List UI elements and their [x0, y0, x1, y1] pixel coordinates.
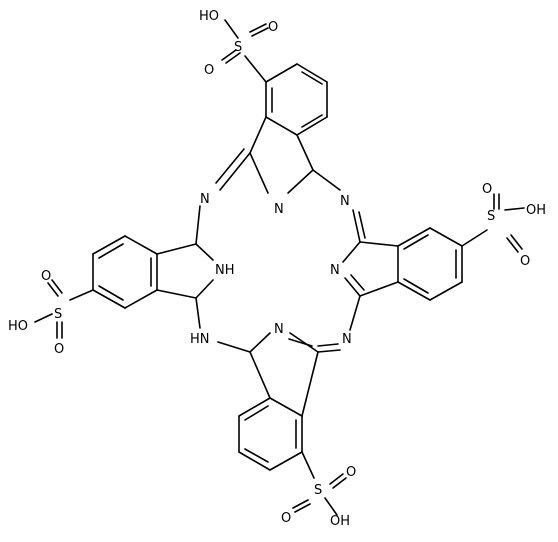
right-hydroxyl-label: OH	[526, 203, 546, 218]
bottom-hn-label: HN	[190, 332, 210, 347]
right-sulfur-label: S	[487, 209, 495, 224]
bottom-oxygen-lower-label: O	[281, 511, 291, 526]
top-sulfur-label: S	[234, 40, 242, 55]
top-isoindole-unit	[221, 19, 328, 194]
right-oxygen-lower-label: O	[520, 254, 530, 269]
top-core-n-label: N	[274, 202, 284, 217]
bottom-right-bridge-n-label: N	[342, 332, 352, 347]
left-nh-label: NH	[215, 263, 235, 278]
bottom-oxygen-upper-label: O	[346, 465, 356, 480]
top-oxygen-upper-label: O	[268, 20, 278, 35]
top-left-bridge-n-label: N	[200, 192, 210, 207]
bottom-sulfur-label: S	[314, 483, 322, 498]
left-oxygen-upper-label: O	[41, 269, 51, 284]
bottom-isoindole-unit	[238, 332, 347, 516]
top-right-bridge-n-label: N	[340, 194, 350, 209]
right-core-n-label: N	[330, 263, 340, 278]
macrocycle-bridges	[195, 148, 366, 353]
left-isoindole-unit	[34, 235, 214, 339]
right-isoindole-unit	[342, 193, 525, 301]
top-oxygen-lower-label: O	[204, 63, 214, 78]
atom-labels: HO S O O N N N N S O O OH N NH S O O HO …	[8, 9, 546, 529]
bottom-hydroxyl-label: OH	[330, 514, 350, 529]
left-sulfur-label: S	[54, 307, 62, 322]
left-oxygen-lower-label: O	[54, 342, 64, 357]
right-oxygen-upper-label: O	[482, 182, 492, 197]
top-hydroxyl-label: HO	[199, 9, 219, 24]
left-hydroxyl-label: HO	[8, 319, 28, 334]
bottom-core-n-label: N	[274, 322, 284, 337]
